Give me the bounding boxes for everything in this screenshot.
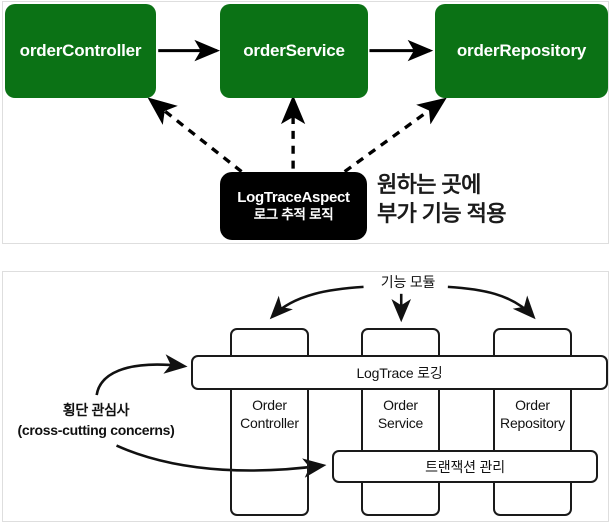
node-order-controller-label: orderController — [19, 41, 142, 60]
label-order-controller-line1: Order — [252, 397, 287, 413]
edge-aspect-to-controller — [147, 97, 243, 173]
cross-cutting-panel: 기능 모듈 Order Controller Order Service Ord… — [2, 271, 609, 522]
node-order-service-label: orderService — [243, 41, 345, 60]
node-order-repository-label: orderRepository — [456, 41, 587, 60]
label-order-controller-line2: Controller — [240, 414, 299, 431]
aspect-bar-transaction-label: 트랜잭션 관리 — [425, 458, 505, 475]
label-cross-cutting-line2: (cross-cutting concerns) — [17, 422, 175, 439]
label-order-repository-line2: Repository — [500, 414, 565, 431]
aspect-bar-logtrace[interactable]: LogTrace 로깅 — [191, 355, 608, 390]
edge-aspect-to-repository — [343, 97, 447, 173]
annotation-apply-anywhere: 원하는 곳에 부가 기능 적용 — [377, 170, 557, 228]
logtrace-aspect-title: LogTraceAspect — [237, 188, 350, 206]
node-logtrace-aspect[interactable]: LogTraceAspect 로그 추적 로직 — [220, 172, 367, 240]
label-order-service-line1: Order — [383, 397, 418, 413]
annotation-apply-line1: 원하는 곳에 — [377, 172, 481, 197]
pointer-cross-cutting-logtrace — [95, 354, 188, 396]
column-order-controller[interactable] — [230, 328, 309, 516]
label-cross-cutting-line1: 횡단 관심사 — [62, 402, 130, 418]
column-order-repository[interactable] — [493, 328, 572, 516]
label-feature-module: 기능 모듈 — [380, 274, 436, 290]
label-order-repository-line1: Order — [515, 397, 550, 413]
label-cross-cutting-concerns: 횡단 관심사 (cross-cutting concerns) — [3, 400, 189, 441]
aspect-bar-transaction[interactable]: 트랜잭션 관리 — [332, 450, 598, 483]
node-order-service[interactable]: orderService — [220, 4, 368, 98]
label-order-service-line2: Service — [377, 414, 424, 431]
node-order-repository[interactable]: orderRepository — [435, 4, 608, 98]
node-order-controller[interactable]: orderController — [5, 4, 156, 98]
label-order-service: Order Service — [361, 397, 440, 432]
label-order-controller: Order Controller — [230, 397, 309, 432]
pointer-feature-module-left — [269, 285, 364, 320]
aop-target-panel: orderController orderService orderReposi… — [2, 1, 609, 244]
pointer-feature-module-right — [447, 285, 536, 320]
label-order-repository: Order Repository — [490, 397, 575, 432]
annotation-apply-line2: 부가 기능 적용 — [377, 201, 506, 227]
column-order-service[interactable] — [361, 328, 440, 516]
logtrace-aspect-subtitle: 로그 추적 로직 — [253, 206, 334, 222]
aspect-bar-logtrace-label: LogTrace 로깅 — [356, 364, 443, 381]
